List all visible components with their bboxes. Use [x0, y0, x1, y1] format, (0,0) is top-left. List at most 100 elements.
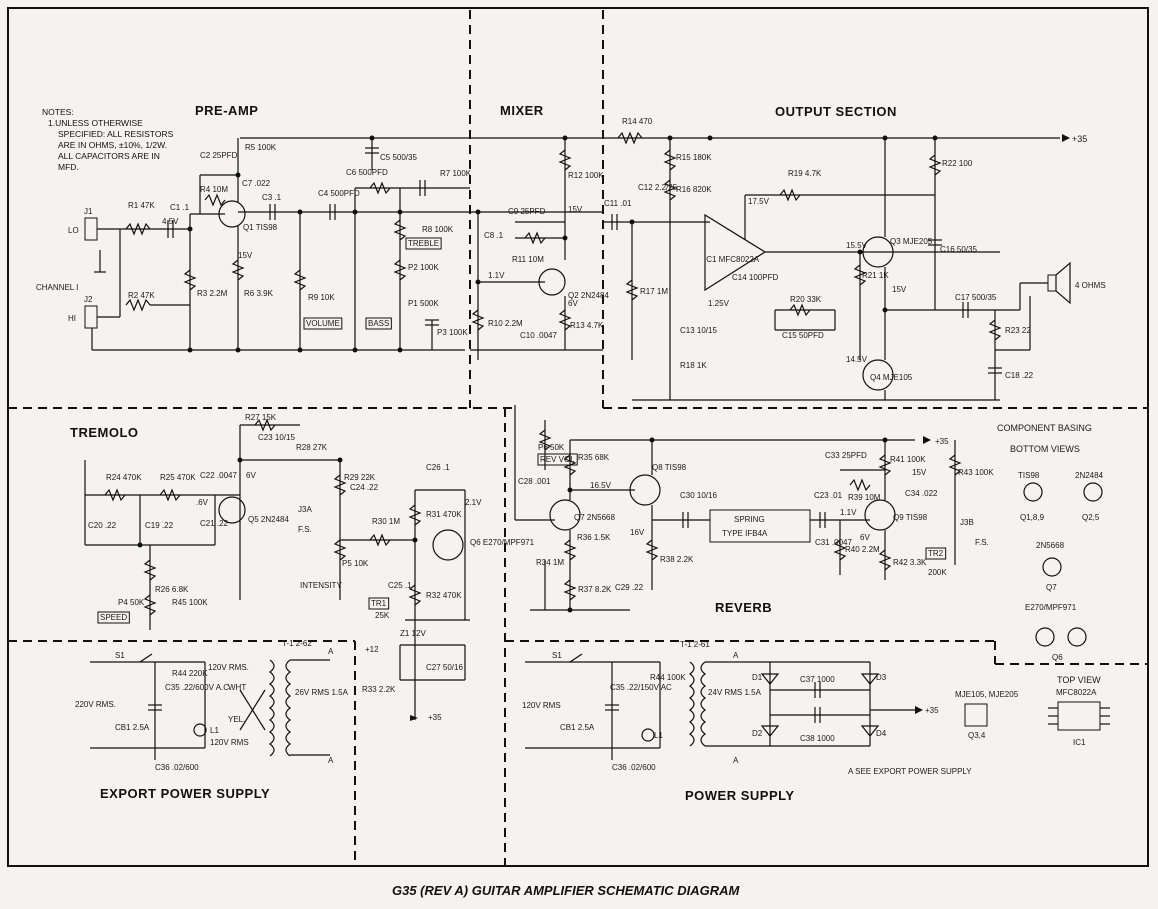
preamp-label-15: P2 100K: [408, 263, 439, 272]
output-label-25: 1.25V: [708, 299, 730, 308]
tremolo-label-15: P5 10K: [342, 559, 369, 568]
tremolo-label-20: 6V: [246, 471, 256, 480]
export-ps-label-2: T-1 2-62: [282, 639, 312, 648]
export-ps-label-5: YEL.: [228, 715, 245, 724]
reverb-circuit: [514, 405, 962, 613]
ps-label-6: CB1 2.5A: [560, 723, 595, 732]
preamp-label-4: C1 .1: [170, 203, 190, 212]
output-label-12: C15 50PFD: [782, 331, 824, 340]
basing-ref-e270: Q6: [1052, 653, 1063, 662]
ps-label-16: A SEE EXPORT POWER SUPPLY: [848, 767, 972, 776]
diagram-caption: G35 (REV A) GUITAR AMPLIFIER SCHEMATIC D…: [392, 883, 741, 898]
output-label-7: R17 1M: [640, 287, 668, 296]
output-label-20: C18 .22: [1005, 371, 1034, 380]
output-label-24: 14.5V: [846, 355, 868, 364]
output-label-6: C14 100PFD: [732, 273, 778, 282]
reverb-label-11: TYPE IFB4A: [722, 529, 768, 538]
ps-label-11: D3: [876, 673, 887, 682]
output-label-4: C11 .01: [604, 199, 632, 208]
preamp-label-17: P1 500K: [408, 299, 439, 308]
ps-label-13: C37 1000: [800, 675, 835, 684]
preamp-label-18: P3 100K: [437, 328, 468, 337]
tremolo-circuit: [84, 418, 415, 630]
preamp-label-2: R4 10M: [200, 185, 228, 194]
ps-label-7: C36 .02/600: [612, 763, 656, 772]
preamp-label-14: R8 100K: [422, 225, 454, 234]
vibrato-label-6: C27 50/16: [426, 663, 463, 672]
preamp-label-0: R5 100K: [245, 143, 277, 152]
reverb-label-16: C23 .01: [814, 491, 843, 500]
basing-ref-2n2484: Q2,5: [1082, 513, 1100, 522]
preamp-circuit: [84, 131, 1060, 353]
jack-2: LO: [68, 226, 79, 235]
output-label-19: R23 22: [1005, 326, 1031, 335]
preamp-boxe-2: TREBLE: [408, 239, 439, 248]
reverb-label-31: +35: [935, 437, 949, 446]
mixer-label-2: C9 25PFD: [508, 207, 546, 216]
svg-text:ALL CAPACITORS ARE IN: ALL CAPACITORS ARE IN: [58, 151, 160, 161]
preamp-label-13: R7 100K: [440, 169, 472, 178]
tremolo-label-6: C20 .22: [88, 521, 117, 530]
mixer-label-1: C8 .1: [484, 231, 504, 240]
output-circuit: [603, 134, 1071, 401]
section-power-supply: POWER SUPPLY: [685, 788, 795, 803]
preamp-boxe-0: VOLUME: [306, 319, 340, 328]
output-label-2: R16 820K: [676, 185, 712, 194]
preamp-label-3: R1 47K: [128, 201, 155, 210]
section-reverb: REVERB: [715, 600, 772, 615]
reverb-boxe-0: REV VOL: [540, 455, 575, 464]
basing-pwr-ref: Q3,4: [968, 731, 986, 740]
basing-ic-ref: IC1: [1073, 738, 1086, 747]
reverb-label-29: 6V: [860, 533, 870, 542]
reverb-boxes-frame-0: [537, 453, 578, 466]
export-ps-label-7: 26V RMS 1.5A: [295, 688, 349, 697]
section-preamp: PRE-AMP: [195, 103, 258, 118]
tremolo-boxes-frame-0: [97, 611, 130, 624]
output-label-18: C17 500/35: [955, 293, 997, 302]
mixer-label-4: Q2 2N2484: [568, 291, 609, 300]
mixer-label-10: 15V: [568, 205, 583, 214]
ps-label-18: A: [733, 756, 739, 765]
preamp-label-5: Q1 TIS98: [243, 223, 278, 232]
output-label-8: C13 10/15: [680, 326, 717, 335]
reverb-label-4: R36 1.5K: [577, 533, 611, 542]
ps-label-15: +35: [925, 706, 939, 715]
section-tremolo: TREMOLO: [70, 425, 139, 440]
vibrato-label-9: 2.1V: [465, 498, 482, 507]
ps-label-3: C35 .22/150V AC: [610, 683, 672, 692]
basing-part-2n5668: 2N5668: [1036, 541, 1065, 550]
ps-label-12: D4: [876, 729, 887, 738]
reverb-label-26: 16.5V: [590, 481, 612, 490]
output-label-22: 17.5V: [748, 197, 770, 206]
tremolo-label-5: C22 .0047: [200, 471, 237, 480]
basing-subtitle: BOTTOM VIEWS: [1010, 444, 1080, 454]
reverb-label-15: R39 10M: [848, 493, 881, 502]
tremolo-label-11: C24 .22: [350, 483, 379, 492]
basing-ref-tis98: Q1,8,9: [1020, 513, 1045, 522]
ps-label-10: D2: [752, 729, 763, 738]
preamp-label-21: 4.5V: [162, 217, 179, 226]
tremolo-label-12: J3A: [298, 505, 312, 514]
svg-text:ARE IN OHMS, ±10%, 1/2W.: ARE IN OHMS, ±10%, 1/2W.: [58, 140, 167, 150]
section-output: OUTPUT SECTION: [775, 104, 897, 119]
reverb-label-22: R43 100K: [958, 468, 994, 477]
section-dividers: [8, 10, 1148, 866]
tremolo-label-10: R29 22K: [344, 473, 376, 482]
mixer-label-0: R12 100K: [568, 171, 604, 180]
output-label-14: Q3 MJE205: [890, 237, 933, 246]
tremolo-label-16: INTENSITY: [300, 581, 342, 590]
tremolo-label-3: R24 470K: [106, 473, 142, 482]
mixer-label-6: C10 .0047: [520, 331, 557, 340]
svg-text:1.UNLESS OTHERWISE: 1.UNLESS OTHERWISE: [48, 118, 143, 128]
mixer-label-7: R13 4.7K: [570, 321, 604, 330]
svg-text:SPECIFIED: ALL RESISTORS: SPECIFIED: ALL RESISTORS: [58, 129, 174, 139]
output-label-0: R14 470: [622, 117, 653, 126]
reverb-label-25: 200K: [928, 568, 947, 577]
mixer-label-3: R11 10M: [512, 255, 544, 264]
notes-block: NOTES: 1.UNLESS OTHERWISE SPECIFIED: ALL…: [42, 107, 174, 172]
preamp-label-8: R2 47K: [128, 291, 155, 300]
